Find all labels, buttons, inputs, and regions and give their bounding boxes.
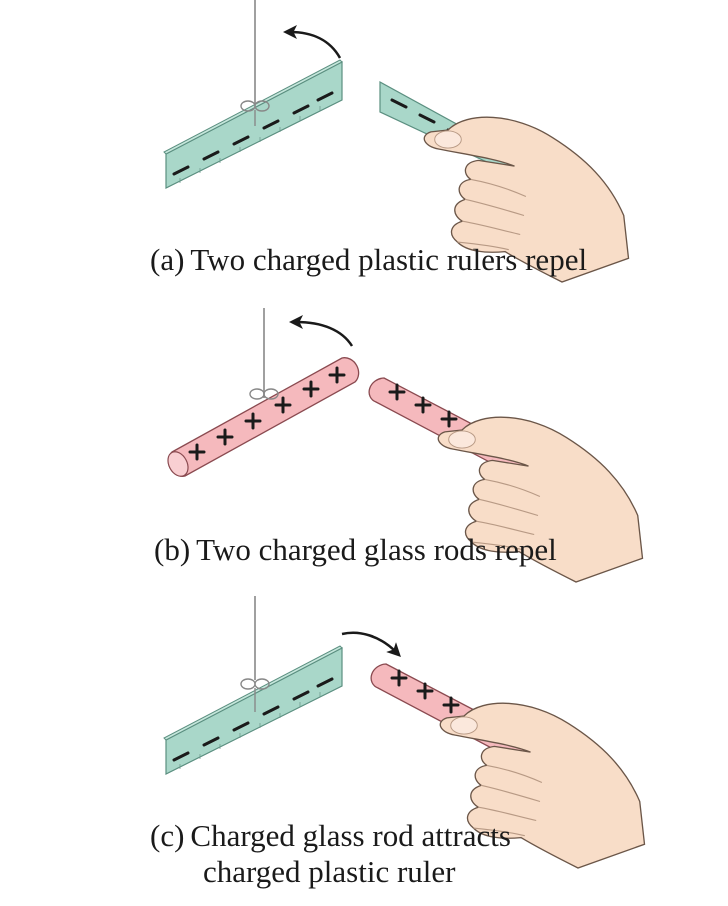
caption-text-line2: charged plastic ruler <box>203 854 456 889</box>
panel-c <box>163 596 646 869</box>
caption-tag: (a) <box>150 242 185 277</box>
caption-tag: (c) <box>150 818 185 853</box>
string-knot <box>240 100 270 126</box>
caption-a: (a)Two charged plastic rulers repel <box>150 242 587 278</box>
caption-text-line1: Charged glass rod attracts <box>190 818 511 853</box>
caption-tag: (b) <box>154 532 191 567</box>
caption-c: (c)Charged glass rod attracts charged pl… <box>150 818 511 890</box>
caption-text: Two charged glass rods repel <box>196 532 557 567</box>
caption-text: Two charged plastic rulers repel <box>190 242 588 277</box>
repel-arrow-icon <box>289 315 354 347</box>
string-knot <box>249 388 279 400</box>
repel-arrow-icon <box>283 25 342 59</box>
hanging-plastic-ruler <box>163 645 343 775</box>
negative-charges <box>172 91 334 176</box>
hanging-plastic-ruler <box>163 59 343 189</box>
negative-charges <box>172 677 334 762</box>
string-knot <box>240 678 270 712</box>
caption-b: (b)Two charged glass rods repel <box>154 532 557 568</box>
positive-charges <box>188 366 346 461</box>
attract-arrow-icon <box>341 631 401 657</box>
panel-a <box>163 0 630 283</box>
panel-b <box>167 308 644 583</box>
hanging-glass-rod <box>167 357 360 477</box>
